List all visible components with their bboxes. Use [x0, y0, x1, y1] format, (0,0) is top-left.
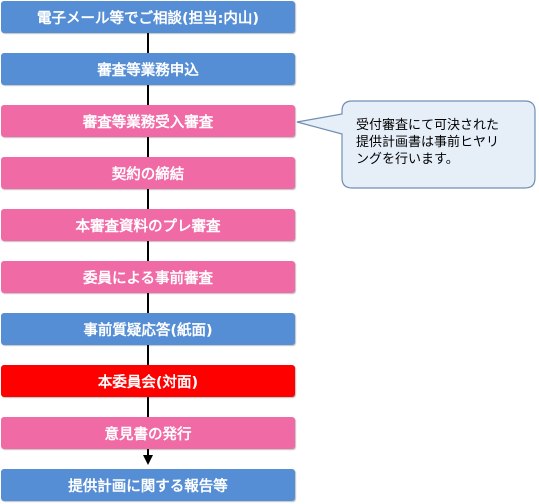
callout-text: 受付審査にて可決された 提供計画書は事前ヒヤリ ングを行います。 — [356, 117, 534, 168]
step-consultation: 電子メール等でご相談(担当:内山) — [1, 1, 295, 33]
step-acceptance-review: 審査等業務受入審査 — [1, 105, 295, 137]
step-report: 提供計画に関する報告等 — [1, 469, 295, 501]
step-qa-paper: 事前質疑応答(紙面) — [1, 313, 295, 345]
callout-bubble — [296, 100, 536, 189]
step-main-committee: 本委員会(対面) — [1, 365, 295, 397]
step-opinion-issuance: 意見書の発行 — [1, 417, 295, 449]
step-pre-review: 本審査資料のプレ審査 — [1, 209, 295, 241]
step-application: 審査等業務申込 — [1, 53, 295, 85]
step-committee-prereview: 委員による事前審査 — [1, 261, 295, 293]
callout-line-3: ングを行います。 — [356, 152, 459, 167]
callout-line-1: 受付審査にて可決された — [356, 118, 500, 133]
callout-line-2: 提供計画書は事前ヒヤリ — [356, 135, 500, 150]
step-contract: 契約の締結 — [1, 157, 295, 189]
